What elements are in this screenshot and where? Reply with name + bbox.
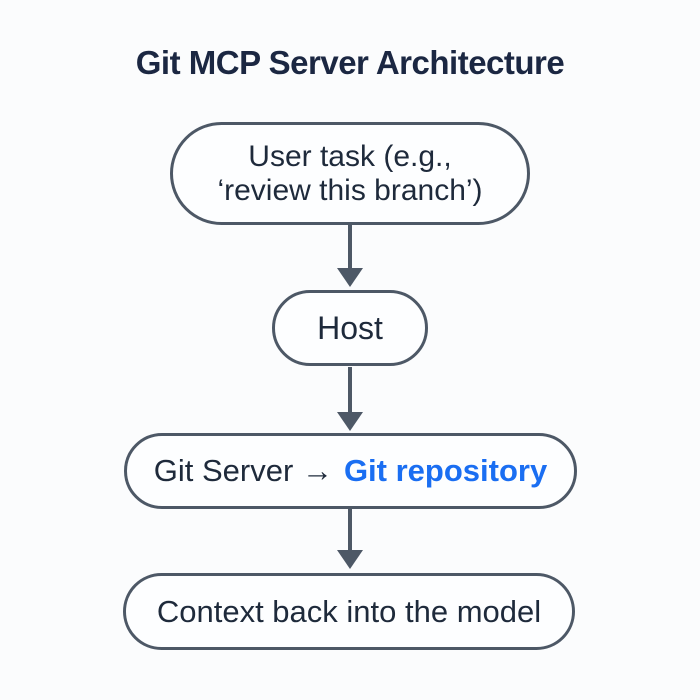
node-user-task-line2: ‘review this branch’) [217,173,483,207]
node-git-server-label: Git Server → Git repository [154,453,547,489]
node-context-label: Context back into the model [156,593,542,629]
node-host: Host [272,290,428,366]
node-host-label: Host [317,309,383,346]
page-title: Git MCP Server Architecture [135,44,565,81]
node-git-server: Git Server → Git repository [124,433,577,509]
node-git-server-highlight: Git repository [343,453,548,488]
node-user-task-line1: User task (e.g., [248,139,452,173]
node-user-task-label: User task (e.g., ‘review this branch’) [217,140,482,208]
arrow-down-icon [337,268,363,287]
node-user-task: User task (e.g., ‘review this branch’) [170,122,530,225]
node-context: Context back into the model [123,573,575,650]
arrow-shaft [348,225,352,268]
arrow-shaft [348,509,352,550]
connector-arrow-1 [337,225,363,287]
connector-arrow-2 [337,367,363,431]
connector-arrow-3 [337,509,363,569]
arrow-shaft [348,367,352,412]
arrow-down-icon [337,412,363,431]
arrow-down-icon [337,550,363,569]
node-git-server-prefix: Git Server → [153,453,333,488]
